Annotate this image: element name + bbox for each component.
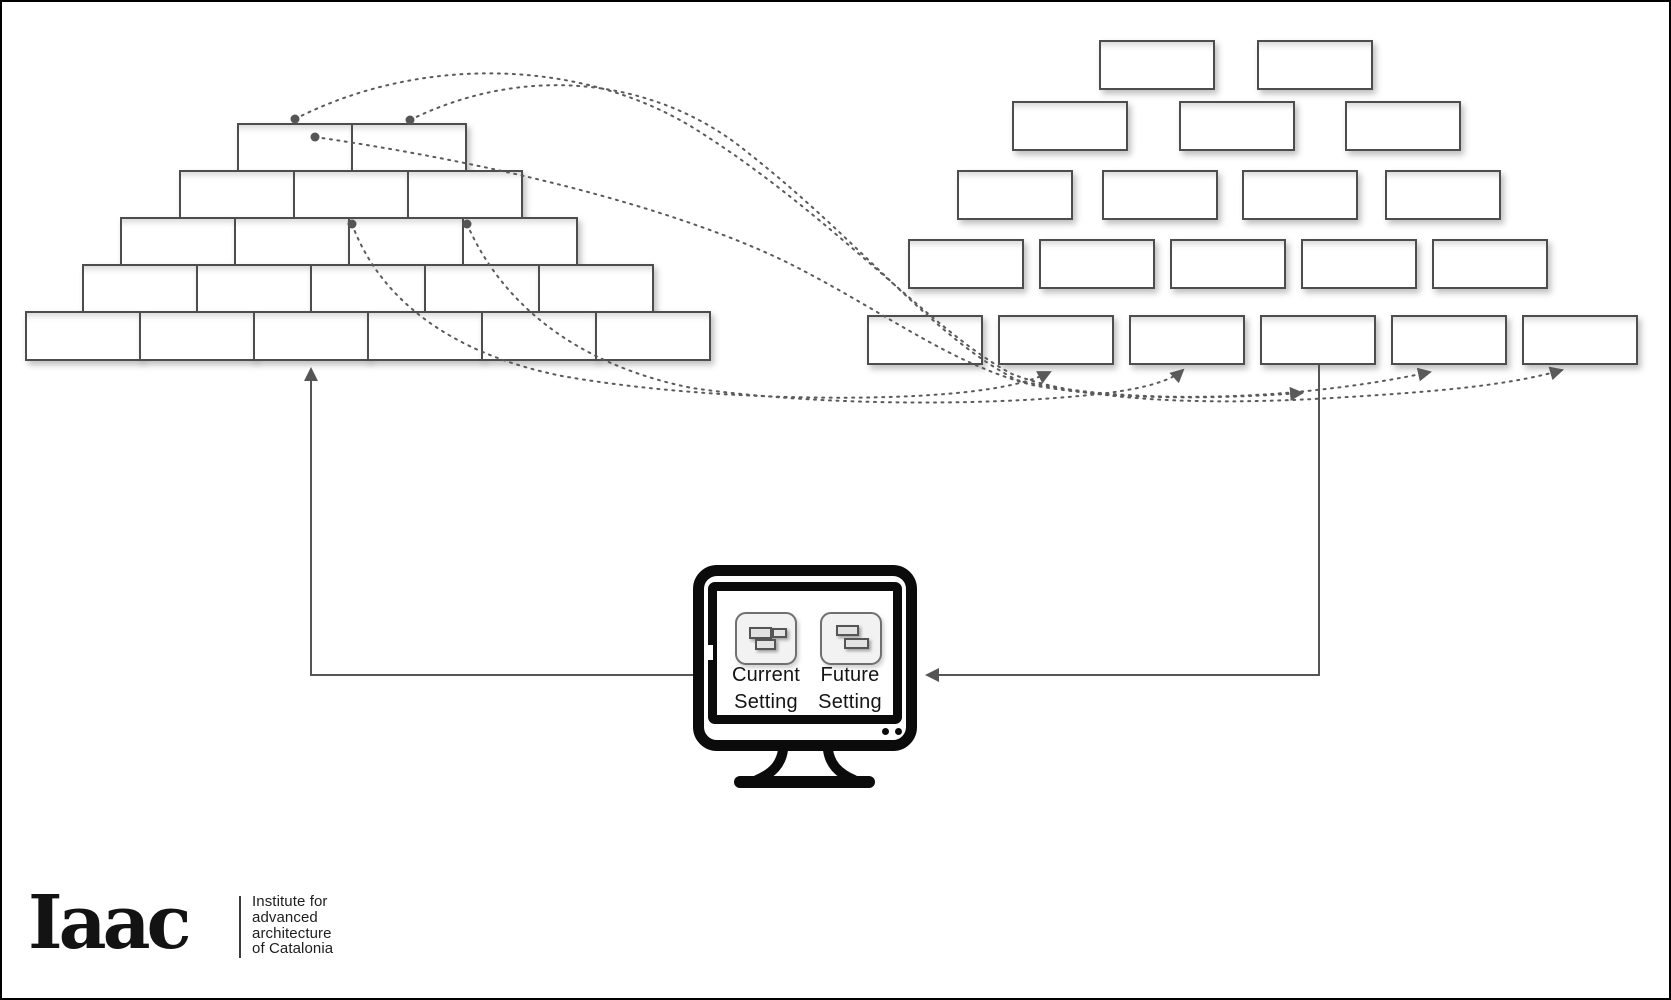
monitor-stand <box>734 745 875 788</box>
brick-relocation-2 <box>409 84 1432 398</box>
bezel-notch <box>704 645 713 660</box>
brick <box>234 217 350 267</box>
connection-origin-dot <box>310 132 320 142</box>
mini-brick <box>772 628 787 638</box>
brick-relocation-1 <box>294 72 1564 403</box>
connection-origin-dot <box>290 114 300 124</box>
brick-relocation-3 <box>314 136 1304 401</box>
brick <box>351 123 467 173</box>
brick <box>1432 239 1548 289</box>
brick-relocation-4 <box>351 223 1052 399</box>
connection-origin-dots <box>290 114 472 229</box>
stand-base <box>734 776 875 788</box>
solid-connectors <box>304 365 1320 682</box>
brick <box>1257 40 1373 90</box>
brick <box>253 311 369 361</box>
current-setting-icon <box>735 612 797 665</box>
mini-brick <box>844 638 869 649</box>
power-indicator-dot <box>895 728 902 735</box>
brick <box>1522 315 1638 365</box>
future-structure-to-monitor <box>925 365 1320 682</box>
brick <box>1391 315 1507 365</box>
future-setting-icon <box>820 612 882 665</box>
brick-relocation-5 <box>466 223 1185 404</box>
power-indicator-dot <box>882 728 889 735</box>
brick <box>1242 170 1358 220</box>
brick <box>998 315 1114 365</box>
stand-leg-left <box>752 745 788 785</box>
brick <box>957 170 1073 220</box>
brick <box>867 315 983 365</box>
brick <box>1129 315 1245 365</box>
mini-brick <box>836 625 859 636</box>
brick <box>1012 101 1128 151</box>
brick <box>908 239 1024 289</box>
connection-origin-dot <box>347 219 357 229</box>
brick <box>1345 101 1461 151</box>
brick <box>1385 170 1501 220</box>
future-setting-label: Future Setting <box>818 664 882 713</box>
brick <box>595 311 711 361</box>
brick <box>1102 170 1218 220</box>
brick <box>1260 315 1376 365</box>
brick <box>1170 239 1286 289</box>
brick <box>424 264 540 314</box>
brick <box>1301 239 1417 289</box>
mini-brick <box>755 639 776 650</box>
connection-origin-dot <box>405 115 415 125</box>
brick <box>1039 239 1155 289</box>
brick <box>1179 101 1295 151</box>
dotted-connectors <box>294 72 1564 404</box>
stand-leg-right <box>823 745 859 785</box>
brick <box>462 217 578 267</box>
connection-origin-dot <box>462 219 472 229</box>
current-setting-label: Current Setting <box>731 664 801 713</box>
mini-brick <box>749 627 772 639</box>
brick <box>348 217 464 267</box>
brick <box>1099 40 1215 90</box>
monitor: Current Setting Future Setting <box>693 565 917 751</box>
monitor-to-current-structure <box>304 367 694 676</box>
brick <box>139 311 255 361</box>
